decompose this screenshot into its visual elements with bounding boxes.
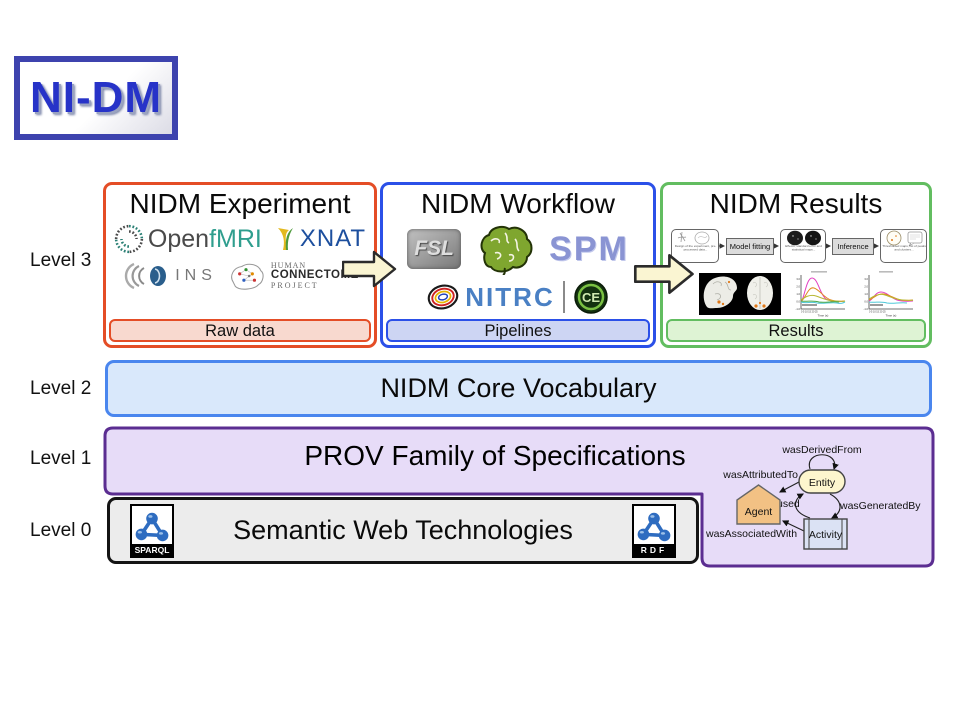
svg-text:0 5 10 15 20 25: 0 5 10 15 20 25: [801, 311, 818, 314]
threshold-icon: [886, 230, 923, 247]
ce-logo: CE: [573, 280, 608, 314]
results-title: NIDM Results: [709, 188, 883, 219]
results-plot-1: 3.0 2.0 1.0 0.0 -1.0 0 5 10 15 20 25 Tim…: [796, 271, 846, 318]
ins-logo: INS: [121, 262, 217, 290]
semantic-web-title: Semantic Web Technologies: [233, 515, 573, 545]
openfmri-swirl-icon: [114, 224, 144, 254]
raw-data-strip: Raw data: [109, 319, 371, 342]
nidm-results-box: NIDM Results: [660, 182, 932, 348]
openfmri-logo: OpenfMRI: [147, 224, 262, 253]
hcp-brain-icon: [231, 263, 264, 290]
svg-text:Entity: Entity: [809, 477, 836, 489]
was-derived-from-edge: [808, 454, 839, 471]
svg-text:0.0: 0.0: [864, 300, 868, 304]
svg-text:1.0: 1.0: [864, 292, 868, 296]
nidm-core-vocabulary-box: NIDM Core Vocabulary: [105, 360, 932, 417]
experiment-title: NIDM Experiment: [129, 188, 351, 219]
effects-brains-icon: [787, 230, 821, 246]
pipelines-strip: Pipelines: [386, 319, 650, 342]
flow-node-effects: Effects, standard error and statistical …: [780, 229, 826, 263]
results-strip: Results: [666, 319, 926, 342]
workflow-logo-row-2: NITRC CE: [383, 279, 653, 315]
fsl-logo: FSL: [407, 229, 462, 269]
spm-logo: SPM: [549, 229, 629, 268]
svg-text:Time (s): Time (s): [818, 314, 829, 318]
results-plot-2: 3.0 2.0 1.0 0.0 -1.0 0 5 10 15 20 25 Tim…: [864, 271, 914, 318]
level-2-label: Level 2: [30, 378, 92, 399]
results-images: 3.0 2.0 1.0 0.0 -1.0 0 5 10 15 20 25 Tim…: [699, 271, 914, 318]
activity-node: [803, 518, 848, 550]
flow-node-design: Design of the experiment, pre-processed …: [671, 229, 719, 263]
arrow-experiment-to-workflow-icon: [342, 250, 397, 288]
was-attributed-to-edge: [779, 481, 800, 493]
level-3-label: Level 3: [30, 250, 92, 271]
svg-text:Activity: Activity: [809, 529, 843, 541]
hcp-text: HUMAN CONNECTOME PROJECT: [270, 261, 359, 290]
svg-text:-1.0: -1.0: [796, 307, 801, 311]
svg-text:CE: CE: [582, 290, 600, 305]
nitrc-swirl-icon: [428, 284, 459, 310]
level-1-label: Level 1: [30, 448, 92, 469]
was-associated-with-label: wasAssociatedWith: [705, 528, 797, 540]
results-flow-connectors: [719, 243, 880, 249]
svg-text:2.0: 2.0: [796, 285, 800, 289]
svg-text:1.0: 1.0: [796, 292, 800, 296]
was-generated-by-label: wasGeneratedBy: [839, 500, 921, 512]
nidm-experiment-box: NIDM Experiment OpenfMRI XNAT: [103, 182, 377, 348]
nidm-logo-text: NI-DM: [29, 73, 163, 122]
sparql-badge: SPARQL: [130, 503, 174, 558]
level-0-label: Level 0: [30, 520, 92, 541]
hcp-logo: HUMAN CONNECTOME PROJECT: [227, 261, 359, 291]
xnat-logo: XNAT: [299, 225, 367, 252]
svg-text:Time (s): Time (s): [886, 314, 897, 318]
design-note: Design of the experiment, pre-processed …: [674, 244, 717, 252]
prov-diagram: wasDerivedFrom wasAttributedTo used wasG…: [705, 444, 921, 550]
was-attributed-to-label: wasAttributedTo: [722, 469, 798, 481]
semantic-web-box: SPARQL Semantic Web Technologies RDF: [107, 497, 699, 564]
svg-text:3.0: 3.0: [796, 277, 800, 281]
was-generated-by-edge: [829, 493, 841, 519]
svg-text:0 5 10 15 20 25: 0 5 10 15 20 25: [869, 311, 886, 314]
svg-text:3.0: 3.0: [864, 277, 868, 281]
nitrc-logo: NITRC: [465, 281, 555, 312]
was-derived-from-label: wasDerivedFrom: [781, 444, 862, 456]
effects-note: Effects, standard error and statistical …: [785, 244, 822, 252]
svg-text:0.0: 0.0: [796, 300, 800, 304]
sparql-graph-icon: [135, 512, 169, 541]
brain-maps-image: [699, 273, 781, 315]
rdf-graph-icon: [637, 512, 671, 541]
core-vocabulary-title: NIDM Core Vocabulary: [380, 373, 657, 403]
inference-step: Inference: [832, 238, 874, 255]
entity-node: [798, 469, 846, 494]
rdf-badge: RDF: [631, 503, 676, 558]
threshold-note: Thresholded maps, list of peaks and clus…: [882, 244, 926, 252]
ins-icon: [125, 262, 167, 290]
used-label: used: [777, 498, 800, 510]
nidm-workflow-box: NIDM Workflow FSL SPM: [380, 182, 656, 348]
workflow-logo-row-1: FSL SPM: [383, 223, 653, 275]
flow-node-threshold: Thresholded maps, list of peaks and clus…: [880, 229, 927, 263]
prov-band-title: PROV Family of Specifications: [304, 440, 686, 471]
agent-node: [736, 484, 781, 525]
svg-text:Agent: Agent: [745, 506, 773, 518]
used-edge: [795, 493, 811, 519]
workflow-title: NIDM Workflow: [421, 188, 615, 219]
was-associated-with-edge: [782, 520, 805, 532]
nitrc-ce-divider: [562, 281, 565, 313]
experiment-logo-row-1: OpenfMRI XNAT: [106, 224, 374, 254]
design-sketch-icon: [677, 231, 710, 245]
experiment-logo-row-2: INS HUMAN CONNECTOME PRO: [106, 261, 374, 291]
nidm-logo: NI-DM: [14, 56, 178, 140]
svg-text:-1.0: -1.0: [864, 307, 869, 311]
svg-text:2.0: 2.0: [864, 285, 868, 289]
xnat-icon: [277, 228, 293, 250]
model-fitting-step: Model fitting: [726, 238, 774, 255]
prov-band-shape: [103, 426, 935, 568]
arrow-workflow-to-results-icon: [633, 253, 694, 295]
brain-icon: [480, 226, 533, 275]
